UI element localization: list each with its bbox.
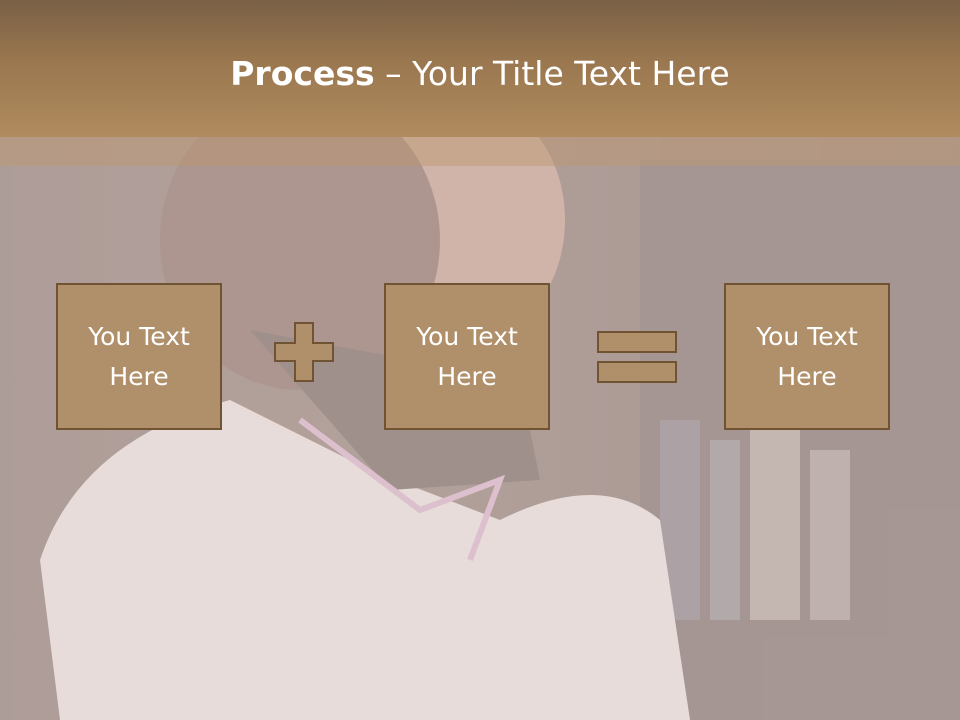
process-box-2: You Text Here <box>384 283 550 430</box>
process-box-1: You Text Here <box>56 283 222 430</box>
title-text: – Your Title Text Here <box>374 54 730 93</box>
plus-icon <box>274 322 334 382</box>
equals-icon <box>597 331 677 383</box>
title-bar-strip <box>0 137 960 166</box>
title-bold-text: Process <box>230 54 375 93</box>
slide-title: Process – Your Title Text Here <box>0 52 960 96</box>
process-box-3: You Text Here <box>724 283 890 430</box>
title-bar <box>0 0 960 137</box>
